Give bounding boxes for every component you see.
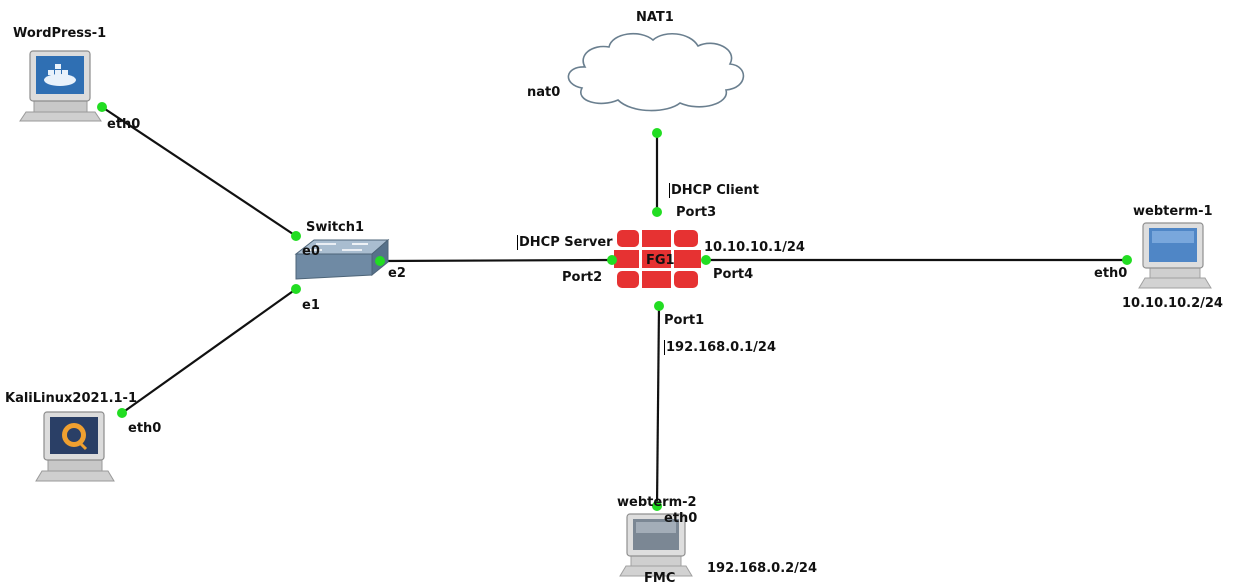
ethernet-switch-icon[interactable] xyxy=(294,238,390,280)
annotation-webterm1-ip: 10.10.10.2/24 xyxy=(1122,296,1223,311)
annotation-fg-port1-ip: 192.168.0.1/24 xyxy=(664,340,777,355)
docker-host-icon[interactable] xyxy=(19,50,102,122)
port-dot-fg-port1[interactable] xyxy=(654,301,664,311)
port-label-kali-eth0: eth0 xyxy=(128,421,162,436)
cloud-icon[interactable] xyxy=(567,32,745,112)
port-label-fg-port2: Port2 xyxy=(562,270,603,285)
port-label-fg-port4: Port4 xyxy=(713,267,754,282)
port-label-webterm1-eth0: eth0 xyxy=(1094,266,1128,281)
port-label-webterm2-eth0: eth0 xyxy=(664,511,698,526)
node-label-webterm2: webterm-2 xyxy=(617,495,697,510)
port-dot-fg-port2[interactable] xyxy=(607,255,617,265)
fortigate-firewall-icon[interactable] xyxy=(614,230,701,288)
node-label-switch: Switch1 xyxy=(306,220,365,235)
port-label-nat0: nat0 xyxy=(527,85,561,100)
node-label-firewall: FG1 xyxy=(646,253,675,268)
port-dot-wordpress-eth0[interactable] xyxy=(97,102,107,112)
node-label-wordpress: WordPress-1 xyxy=(13,26,107,41)
node-label-nat: NAT1 xyxy=(636,10,674,25)
port-dot-switch-e2[interactable] xyxy=(375,256,385,266)
port-label-fg-port3: Port3 xyxy=(676,205,717,220)
annotation-webterm2-ip: 192.168.0.2/24 xyxy=(707,561,818,576)
port-label-switch-e0: e0 xyxy=(302,244,320,259)
port-label-switch-e1: e1 xyxy=(302,298,320,313)
annotation-dhcp-client: DHCP Client xyxy=(669,183,760,198)
port-dot-switch-e1[interactable] xyxy=(291,284,301,294)
node-caption-fmc: FMC xyxy=(644,571,676,586)
port-dot-switch-e0[interactable] xyxy=(291,231,301,241)
port-dot-fg-port4[interactable] xyxy=(701,255,711,265)
port-label-switch-e2: e2 xyxy=(388,266,406,281)
link-switch-firewall[interactable] xyxy=(379,258,613,263)
link-wordpress-switch[interactable] xyxy=(101,106,297,237)
annotation-dhcp-server: DHCP Server xyxy=(517,235,613,250)
port-label-fg-port1: Port1 xyxy=(664,313,705,328)
links xyxy=(101,106,1127,507)
node-label-kali: KaliLinux2021.1-1 xyxy=(5,391,137,406)
terminal-host-icon[interactable] xyxy=(619,513,693,577)
port-dots xyxy=(97,102,1132,511)
port-label-wordpress-eth0: eth0 xyxy=(107,117,141,132)
link-firewall-webterm2[interactable] xyxy=(655,305,661,507)
node-label-webterm1: webterm-1 xyxy=(1133,204,1213,219)
port-dot-kali-eth0[interactable] xyxy=(117,408,127,418)
kali-host-icon[interactable] xyxy=(35,411,115,482)
port-dot-webterm1-eth0[interactable] xyxy=(1122,255,1132,265)
terminal-host-icon[interactable] xyxy=(1138,222,1212,289)
port-dot-nat0[interactable] xyxy=(652,128,662,138)
port-dot-webterm2-eth0[interactable] xyxy=(652,501,662,511)
port-dot-fg-port3[interactable] xyxy=(652,207,662,217)
annotation-fg-port4-ip: 10.10.10.1/24 xyxy=(704,240,805,255)
link-kali-switch[interactable] xyxy=(121,288,297,414)
